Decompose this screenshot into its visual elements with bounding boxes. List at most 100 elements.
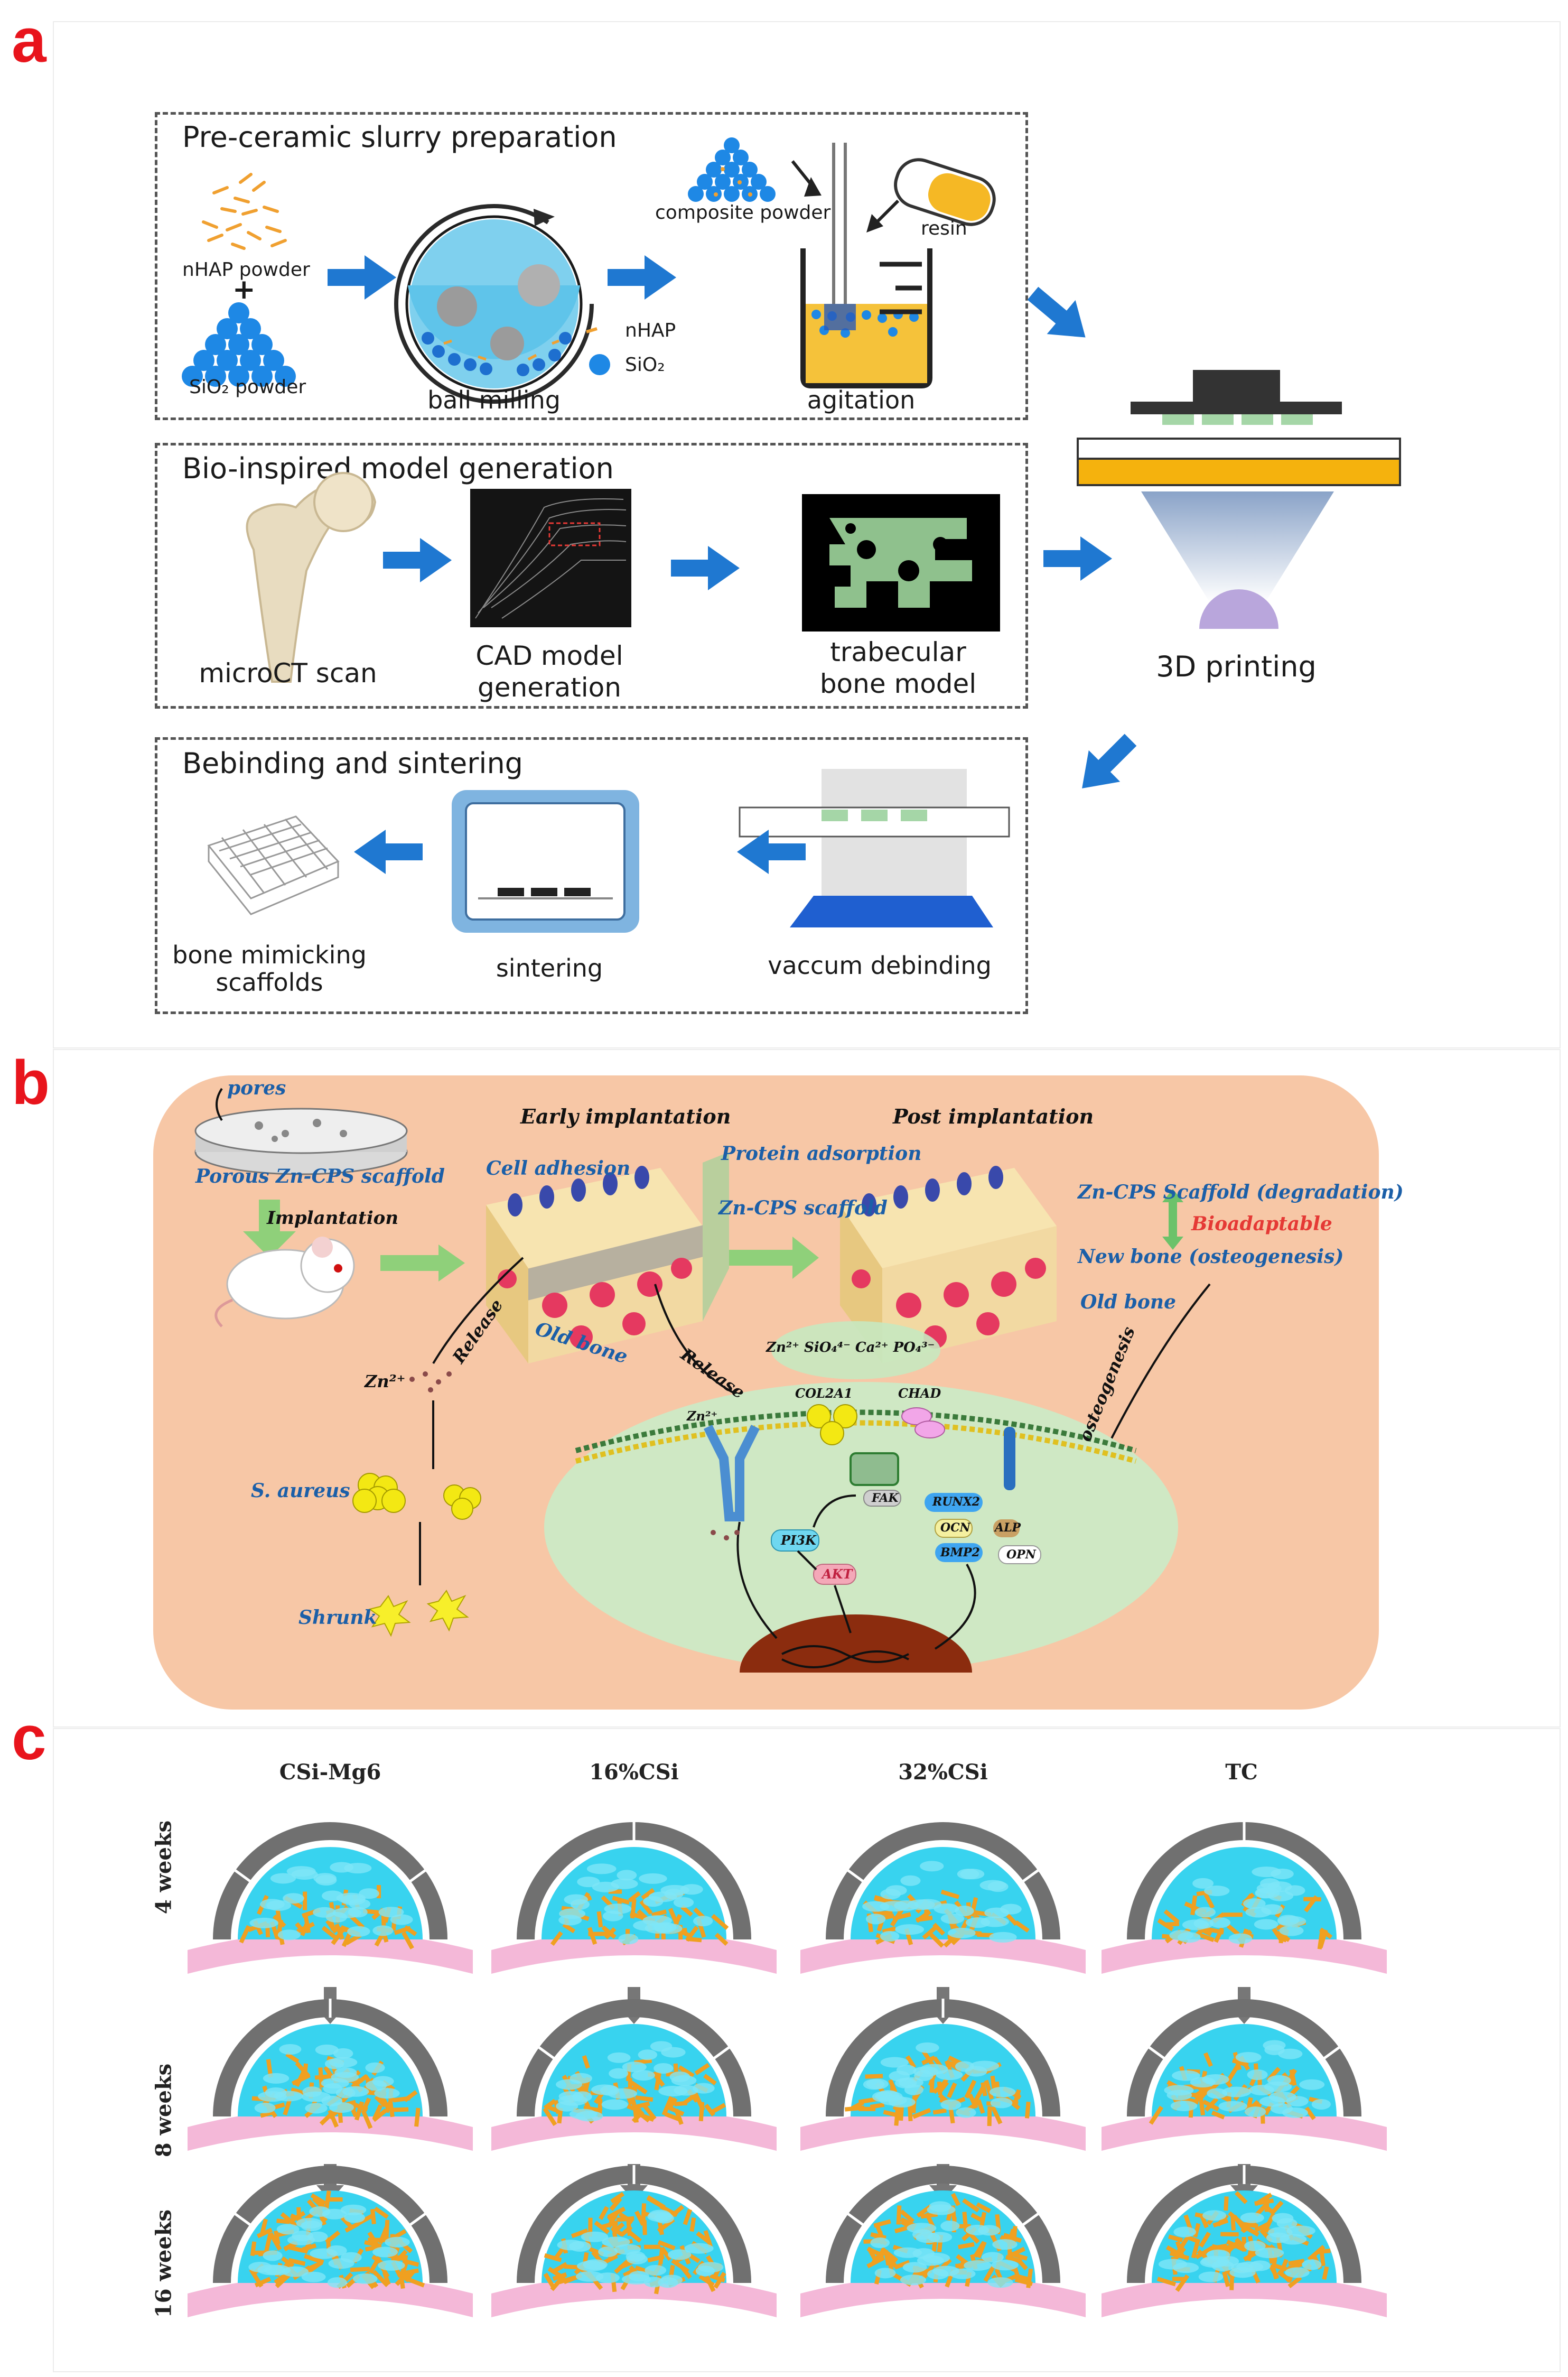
- new-bone-fragment: [964, 2079, 977, 2099]
- scaffold-granule: [632, 2070, 655, 2081]
- new-bone-fragment: [351, 2074, 368, 2089]
- shell-gap: [713, 2046, 730, 2060]
- porous-disc-icon: [194, 1088, 408, 1175]
- new-bone-fragment: [651, 1909, 667, 1917]
- model-section-box: [155, 443, 1028, 709]
- new-bone-fragment: [372, 2104, 383, 2120]
- new-bone-fragment: [356, 2213, 375, 2226]
- chad-label: CHAD: [898, 1386, 941, 1401]
- scaffold-granule: [956, 2107, 976, 2118]
- new-bone-fragment: [1190, 1895, 1198, 1916]
- new-bone-fragment: [1156, 2277, 1177, 2287]
- shell-gap: [1022, 2212, 1039, 2226]
- scaffold-granule: [602, 1910, 623, 1921]
- new-bone-fragment: [1149, 2105, 1164, 2125]
- new-bone-fragment: [1254, 2198, 1274, 2206]
- scaffold-granule: [1244, 2241, 1266, 2252]
- scaffold-granule: [874, 2268, 896, 2279]
- new-bone-fragment: [1222, 2271, 1230, 2287]
- new-bone-fragment: [1322, 2266, 1329, 2280]
- new-bone-fragment: [281, 2256, 295, 2268]
- porous-scaffold-label: Porous Zn-CPS scaffold: [195, 1165, 445, 1187]
- new-bone-fragment: [1165, 2245, 1184, 2258]
- integrin-receptor-icon: [850, 1452, 899, 1486]
- new-bone-fragment: [583, 2105, 603, 2113]
- scaffold-granule: [1218, 2101, 1247, 2112]
- scaffold-granule: [989, 1932, 1017, 1943]
- new-bone-fragment: [1006, 1914, 1018, 1926]
- new-bone-fragment: [256, 2227, 273, 2239]
- new-bone-fragment: [932, 2108, 947, 2115]
- shell-gap: [1323, 2046, 1340, 2060]
- new-bone-fragment: [627, 2230, 642, 2243]
- scaffold-granule: [1244, 2106, 1266, 2118]
- model-section-title: Bio-inspired model generation: [182, 452, 614, 485]
- scaffold-granule: [638, 2049, 658, 2060]
- new-bone-fragment: [900, 2209, 915, 2223]
- scaffold-granule: [556, 2079, 582, 2090]
- scaffold-granule: [880, 1931, 900, 1942]
- new-bone-fragment: [894, 2260, 910, 2270]
- scaffold-granule: [1222, 2086, 1252, 2097]
- released-ions-label: Zn²⁺ SiO₄⁴⁻ Ca²⁺ PO₄³⁻: [766, 1340, 935, 1355]
- scaffold-granule: [990, 2097, 1013, 2109]
- trabecular-mesh: [829, 518, 972, 608]
- new-bone-fragment: [1191, 2239, 1200, 2259]
- scaffold-granule: [315, 1875, 337, 1886]
- scaffold-granule: [914, 1899, 942, 1910]
- scaffold-granule: [693, 1916, 713, 1927]
- new-bone-fragment: [571, 2228, 589, 2239]
- shell-gap: [847, 2212, 864, 2226]
- new-bone-fragment: [1192, 2087, 1207, 2099]
- scaffold-granule: [1209, 1917, 1231, 1928]
- shell-gap: [538, 2046, 555, 2060]
- scaffold-granule: [654, 2213, 674, 2224]
- new-bone-fragment: [285, 2052, 300, 2064]
- scaffold-granule: [1182, 1919, 1209, 1930]
- resin-tube-icon: [866, 158, 996, 233]
- scaffold-granule: [639, 1873, 667, 1884]
- host-tissue-band: [188, 2109, 473, 2151]
- scaffold-granule: [1169, 1930, 1193, 1941]
- scaffold-granule: [900, 1875, 921, 1886]
- new-bone-fragment: [331, 1926, 348, 1933]
- new-bone-fragment: [321, 1926, 337, 1939]
- new-bone-fragment: [361, 2097, 371, 2112]
- new-bone-fragment: [1223, 1912, 1243, 1917]
- scaffold-granule: [1235, 2052, 1262, 2063]
- scaffold-granule: [1173, 2226, 1196, 2237]
- new-bone-fragment: [372, 2270, 389, 2288]
- new-bone-fragment: [908, 2105, 913, 2121]
- new-bone-fragment: [543, 2272, 556, 2290]
- scaffold-granule: [1270, 2103, 1293, 2114]
- scaffold-granule: [991, 2260, 1019, 2271]
- cap-shell: [517, 1999, 751, 2117]
- scaffold-granule: [340, 2204, 367, 2215]
- new-bone-fragment: [275, 2272, 292, 2288]
- scaffold-granule: [673, 1897, 694, 1908]
- scaffold-granule: [664, 1889, 684, 1900]
- new-bone-fragment: [394, 1926, 412, 1935]
- scaffold-granule: [617, 1870, 637, 1881]
- scaffold-granule: [270, 1873, 296, 1884]
- scaffold-label-line1: bone mimicking: [172, 941, 367, 969]
- new-bone-fragment: [329, 2197, 343, 2202]
- scaffold-granule: [940, 2221, 960, 2232]
- scaffold-granule: [912, 2248, 935, 2259]
- scaffold-granule: [1255, 2248, 1284, 2259]
- scaffold-granule: [322, 2208, 347, 2220]
- scaffold-granule: [1170, 2100, 1198, 2111]
- cap-shell: [213, 1822, 447, 1940]
- slurry-section-title: Pre-ceramic slurry preparation: [182, 120, 617, 154]
- new-bone-fragment: [1224, 2196, 1229, 2211]
- bmp2-label: BMP2: [940, 1546, 980, 1559]
- pi3k-label: PI3K: [781, 1533, 816, 1548]
- new-bone-fragment: [1226, 2064, 1240, 2083]
- scaffold-granule: [698, 2262, 724, 2273]
- scaffold-granule: [866, 2078, 889, 2090]
- scaffold-granule: [928, 2232, 953, 2243]
- scaffold-granule: [575, 2271, 604, 2282]
- sio2-powder-label: SiO₂ powder: [189, 376, 306, 398]
- scaffold-granule: [642, 1915, 672, 1926]
- scaffold-granule: [870, 2237, 890, 2249]
